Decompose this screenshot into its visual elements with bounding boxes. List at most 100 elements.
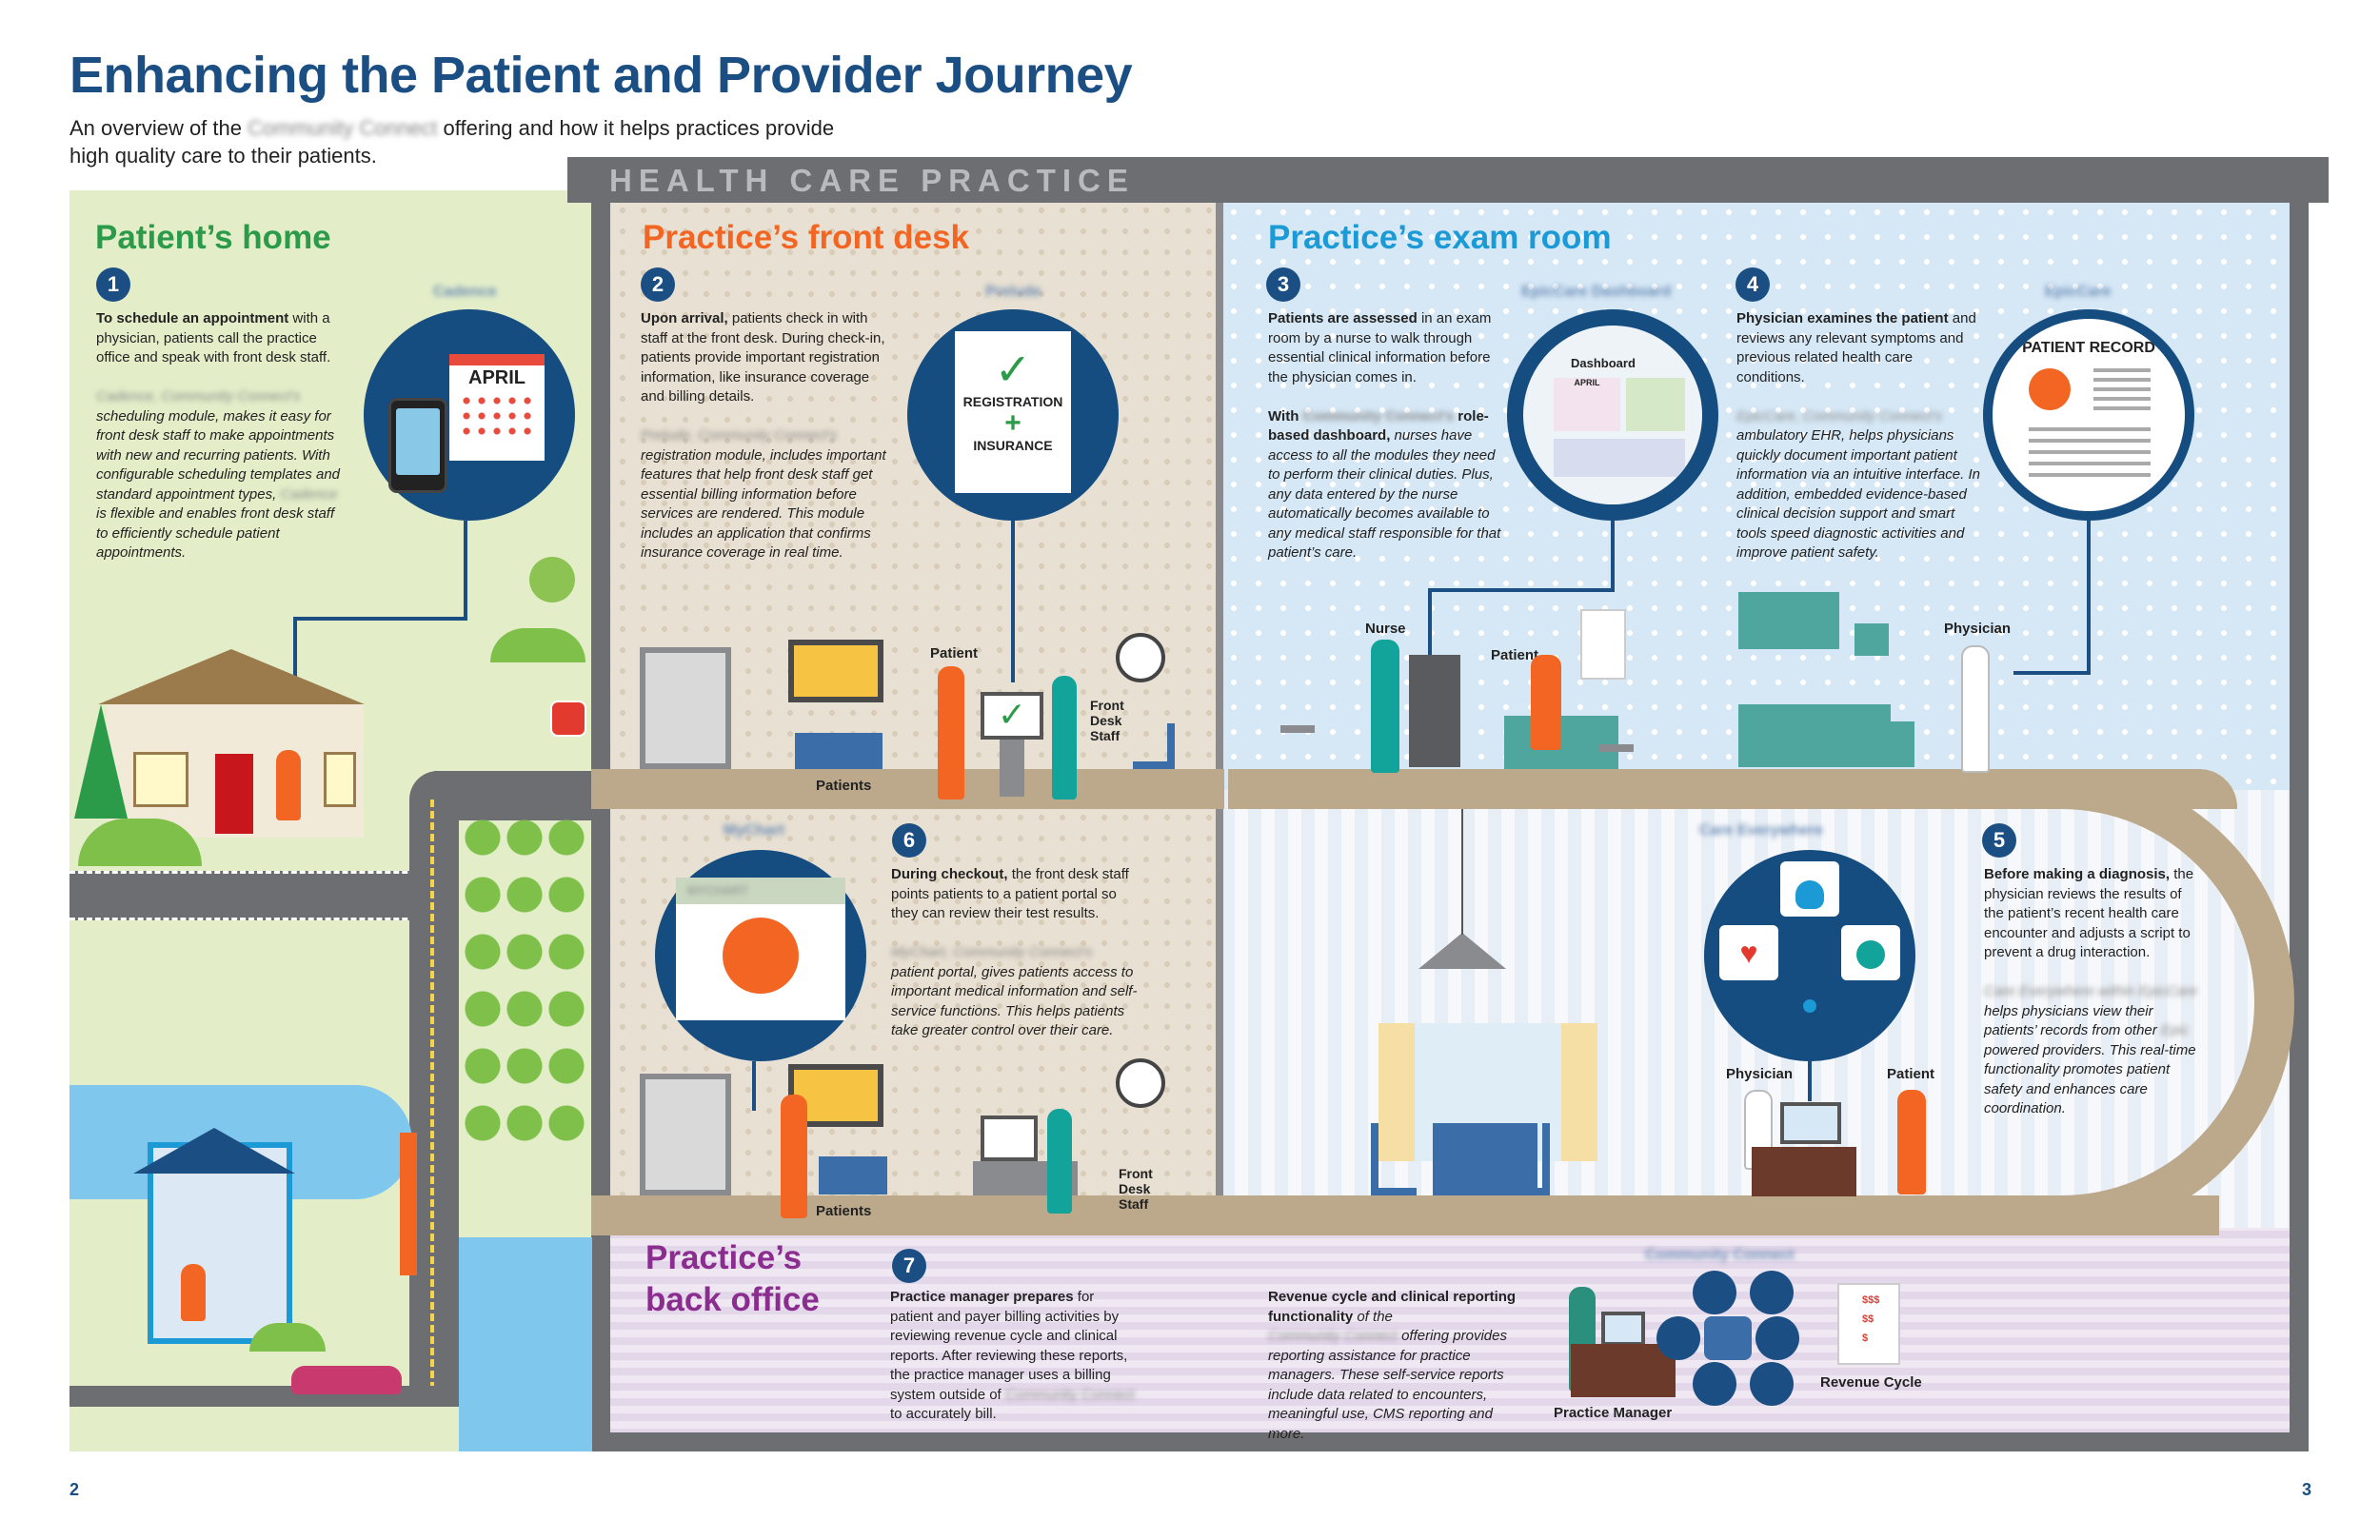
vitals-cart bbox=[1409, 655, 1460, 767]
home-connector-line bbox=[464, 521, 467, 619]
banner-text: HEALTH CARE PRACTICE bbox=[609, 163, 1135, 198]
side-chair bbox=[1371, 1123, 1417, 1195]
step-6-badge: 6 bbox=[892, 823, 926, 858]
tv-screen bbox=[788, 640, 883, 702]
house-window bbox=[133, 752, 188, 807]
exam-room-title: Practice’s exam room bbox=[1268, 219, 1612, 256]
dashboard-blurred-heading: EpicCare Dashboard bbox=[1521, 284, 1672, 300]
network-node bbox=[1803, 999, 1816, 1013]
reading-patient bbox=[181, 1264, 206, 1321]
diagnosis-connector bbox=[1808, 1061, 1812, 1101]
check-icon: ✓ bbox=[994, 345, 1032, 394]
diagnosis-patient-figure bbox=[1897, 1090, 1926, 1194]
reporting-text: Revenue cycle and clinical reporting fun… bbox=[1268, 1289, 1517, 1442]
checkout-computer bbox=[981, 1116, 1038, 1161]
page-title: Enhancing the Patient and Provider Journ… bbox=[69, 47, 1133, 104]
checkout-staff-label: Front Desk Staff bbox=[1119, 1166, 1153, 1212]
exam-patient-figure bbox=[1531, 655, 1561, 750]
revenue-cycle-label: Revenue Cycle bbox=[1820, 1374, 1922, 1391]
forest bbox=[462, 809, 585, 1152]
bush-2 bbox=[490, 628, 585, 662]
registration-document: ✓ REGISTRATION + INSURANCE bbox=[955, 331, 1071, 493]
dashboard-calendar: APRIL bbox=[1554, 378, 1620, 431]
diagnosis-desk bbox=[1752, 1147, 1856, 1196]
portal-avatar bbox=[723, 918, 799, 994]
checkout-blurred-heading: MyChart bbox=[724, 822, 785, 839]
diagnosis-text: Before making a diagnosis, the physician… bbox=[1984, 866, 2198, 1116]
record-connector bbox=[2087, 521, 2091, 675]
upper-cabinets bbox=[1738, 592, 1839, 649]
nurse-label: Nurse bbox=[1365, 621, 1406, 637]
calendar-icon: APRIL bbox=[449, 354, 545, 461]
portal-screen: MYCHART bbox=[676, 878, 845, 1020]
bottom-wall bbox=[591, 1432, 2309, 1451]
right-wall bbox=[2290, 203, 2309, 1451]
dashboard-connector bbox=[1611, 521, 1615, 592]
record-avatar bbox=[2029, 368, 2071, 410]
stool-2 bbox=[1599, 744, 1634, 786]
bush-3 bbox=[249, 1323, 326, 1352]
tree-round bbox=[529, 557, 575, 602]
blue-house-roof bbox=[133, 1128, 295, 1174]
pond-lower bbox=[459, 1237, 592, 1451]
waiting-sofa bbox=[1433, 1123, 1537, 1195]
checkin-monitor: ✓ bbox=[981, 692, 1043, 740]
revenue-report-icon: $$$ $$ $ bbox=[1837, 1283, 1900, 1365]
double-doors-2 bbox=[640, 1074, 731, 1195]
intro-text: An overview of the Community Connect off… bbox=[69, 116, 835, 168]
practice-manager-label: Practice Manager bbox=[1554, 1405, 1673, 1421]
patient-label-front: Patient bbox=[930, 645, 979, 661]
front-desk-staff-figure bbox=[1052, 676, 1077, 800]
phone-icon bbox=[388, 398, 447, 493]
step-5-badge: 5 bbox=[1982, 823, 2016, 858]
exam-patient-label: Patient bbox=[1491, 647, 1539, 663]
checkout-patient bbox=[781, 1095, 807, 1218]
anatomy-poster bbox=[1580, 609, 1626, 680]
waiting-bench-2 bbox=[819, 1156, 887, 1194]
trash-bin bbox=[1890, 721, 1914, 767]
manager-computer bbox=[1601, 1312, 1645, 1346]
page-number-left: 2 bbox=[69, 1480, 80, 1499]
exam-physician-label: Physician bbox=[1944, 621, 2012, 637]
calendar-month: APRIL bbox=[468, 367, 526, 388]
patient-record-icon: PATIENT RECORD bbox=[1993, 319, 2185, 511]
upper-floor-front bbox=[591, 769, 1224, 809]
knee-icon bbox=[1856, 940, 1885, 969]
step-7-badge: 7 bbox=[892, 1249, 926, 1283]
dashboard-screen: Dashboard APRIL bbox=[1523, 326, 1702, 504]
checkout-text: During checkout, the front desk staff po… bbox=[891, 866, 1138, 1038]
back-office-text: Practice manager prepares for patient an… bbox=[890, 1289, 1135, 1422]
front-desk-staff-label: Front Desk Staff bbox=[1090, 698, 1124, 743]
exam-table bbox=[1504, 716, 1618, 769]
clock-icon bbox=[1116, 633, 1165, 682]
ehr-blurred-heading: EpicCare bbox=[2045, 284, 2112, 300]
front-desk-title: Practice’s front desk bbox=[643, 219, 970, 256]
care-everywhere-blurred-heading: Care Everywhere bbox=[1699, 822, 1823, 839]
diagnosis-computer bbox=[1780, 1102, 1841, 1144]
dashboard-label: Dashboard bbox=[1571, 356, 1636, 370]
step-1-badge: 1 bbox=[96, 267, 130, 302]
double-doors bbox=[640, 647, 731, 769]
patients-label-checkout: Patients bbox=[816, 1203, 872, 1219]
front-desk-blurred-heading: Prelude bbox=[985, 284, 1041, 300]
exam-step4-text: Physician examines the patient and revie… bbox=[1736, 310, 1980, 561]
step-4-badge: 4 bbox=[1735, 267, 1770, 302]
front-desk-counter bbox=[1000, 740, 1024, 797]
patient-at-desk bbox=[938, 666, 964, 800]
divider-wall bbox=[1216, 203, 1223, 1235]
lungs-icon bbox=[1795, 880, 1824, 909]
stop-sign-icon bbox=[550, 701, 586, 737]
registration-label: REGISTRATION bbox=[962, 394, 1063, 409]
stool bbox=[1280, 725, 1315, 767]
front-desk-connector bbox=[1011, 521, 1015, 682]
back-office-blurred-heading: Community Connect bbox=[1645, 1247, 1795, 1263]
house-window-2 bbox=[324, 752, 356, 807]
step-2-badge: 2 bbox=[641, 267, 675, 302]
chair bbox=[1133, 723, 1175, 769]
checkout-connector bbox=[752, 1061, 756, 1111]
roof-banner bbox=[567, 157, 2329, 203]
portal-header: MYCHART bbox=[676, 878, 845, 904]
back-office-title: Practice’s back office bbox=[645, 1239, 820, 1318]
ceiling-lamp bbox=[1418, 933, 1506, 969]
side-chair-2 bbox=[1504, 1123, 1550, 1195]
